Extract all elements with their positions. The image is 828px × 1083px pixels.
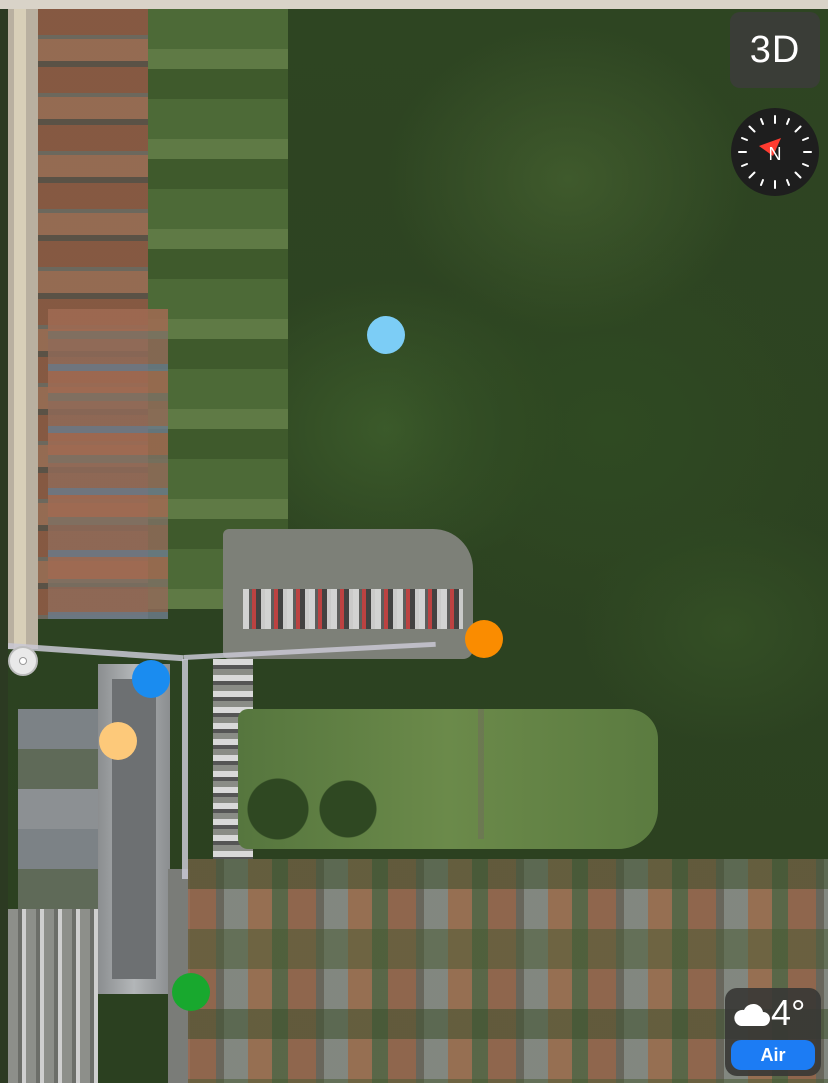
houses-left-lower [48, 309, 168, 619]
temperature: 4° [771, 992, 806, 1033]
poi-orange[interactable] [465, 620, 503, 658]
lawn-trees [238, 769, 388, 849]
parking-lot-left [8, 909, 98, 1083]
parked-cars [243, 589, 463, 629]
view-3d-button[interactable]: 3D [730, 12, 820, 88]
compass-icon[interactable]: N [731, 108, 819, 196]
svg-text:N: N [769, 144, 782, 164]
location-dot-icon[interactable] [8, 646, 38, 676]
houses-bottom-gardens [188, 859, 828, 1083]
cloud-icon [734, 1003, 770, 1026]
weather-widget[interactable]: 4° Air [725, 988, 821, 1076]
poi-blue[interactable] [132, 660, 170, 698]
satellite-map[interactable] [8, 9, 828, 1083]
gardens-left [148, 9, 288, 609]
footpath [478, 709, 484, 839]
top-status-strip [0, 0, 828, 9]
poi-light-blue[interactable] [367, 316, 405, 354]
poi-peach[interactable] [99, 722, 137, 760]
poi-green[interactable] [172, 973, 210, 1011]
street-left-lane [14, 9, 26, 649]
air-quality-button[interactable]: Air [731, 1040, 815, 1070]
buildings-left [18, 709, 98, 909]
walkway-south [182, 659, 188, 879]
